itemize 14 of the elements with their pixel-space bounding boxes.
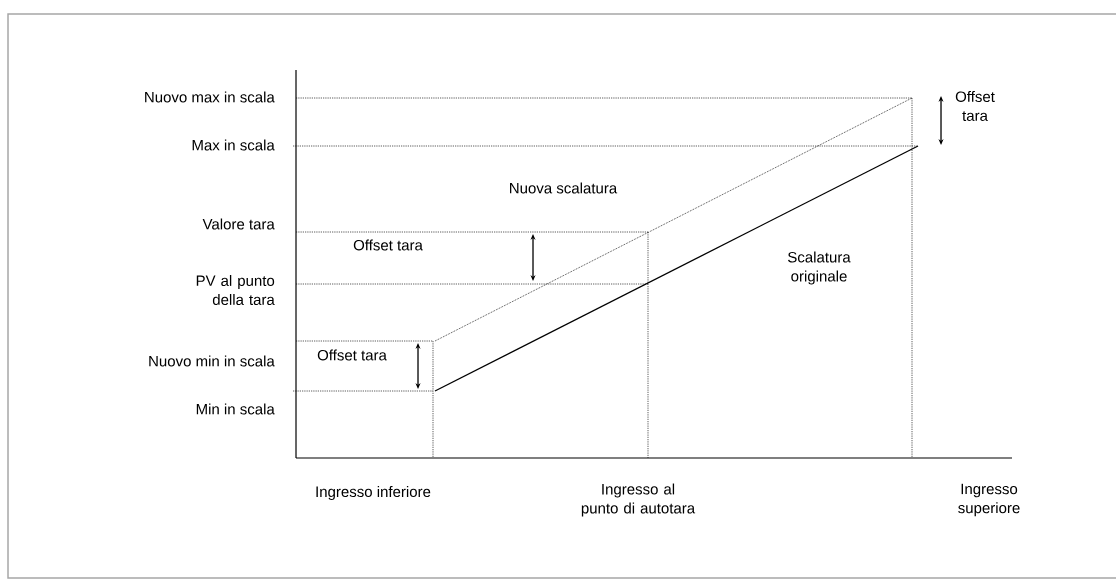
dimension-label: Offset tara — [353, 239, 423, 251]
axis-label: Nuovo max in scala — [145, 91, 275, 103]
dimension-label: Offset tara — [317, 349, 387, 361]
axis-label: Max in scala — [192, 139, 275, 151]
region-label: Scalatura originale — [788, 251, 851, 285]
axis-label: Nuovo min in scala — [149, 355, 275, 367]
dimension-label: Offset tara — [955, 91, 995, 121]
axis-label: PV al punto della tara — [196, 275, 275, 305]
axis-label: Ingresso al punto di autotara — [581, 483, 696, 517]
axis-label: Min in scala — [196, 403, 275, 415]
axis-label: Ingresso superiore — [958, 483, 1020, 517]
axis-label: Valore tara — [202, 218, 275, 230]
region-label: Nuova scalatura — [510, 182, 618, 194]
axis-label: Ingresso inferiore — [316, 486, 431, 500]
